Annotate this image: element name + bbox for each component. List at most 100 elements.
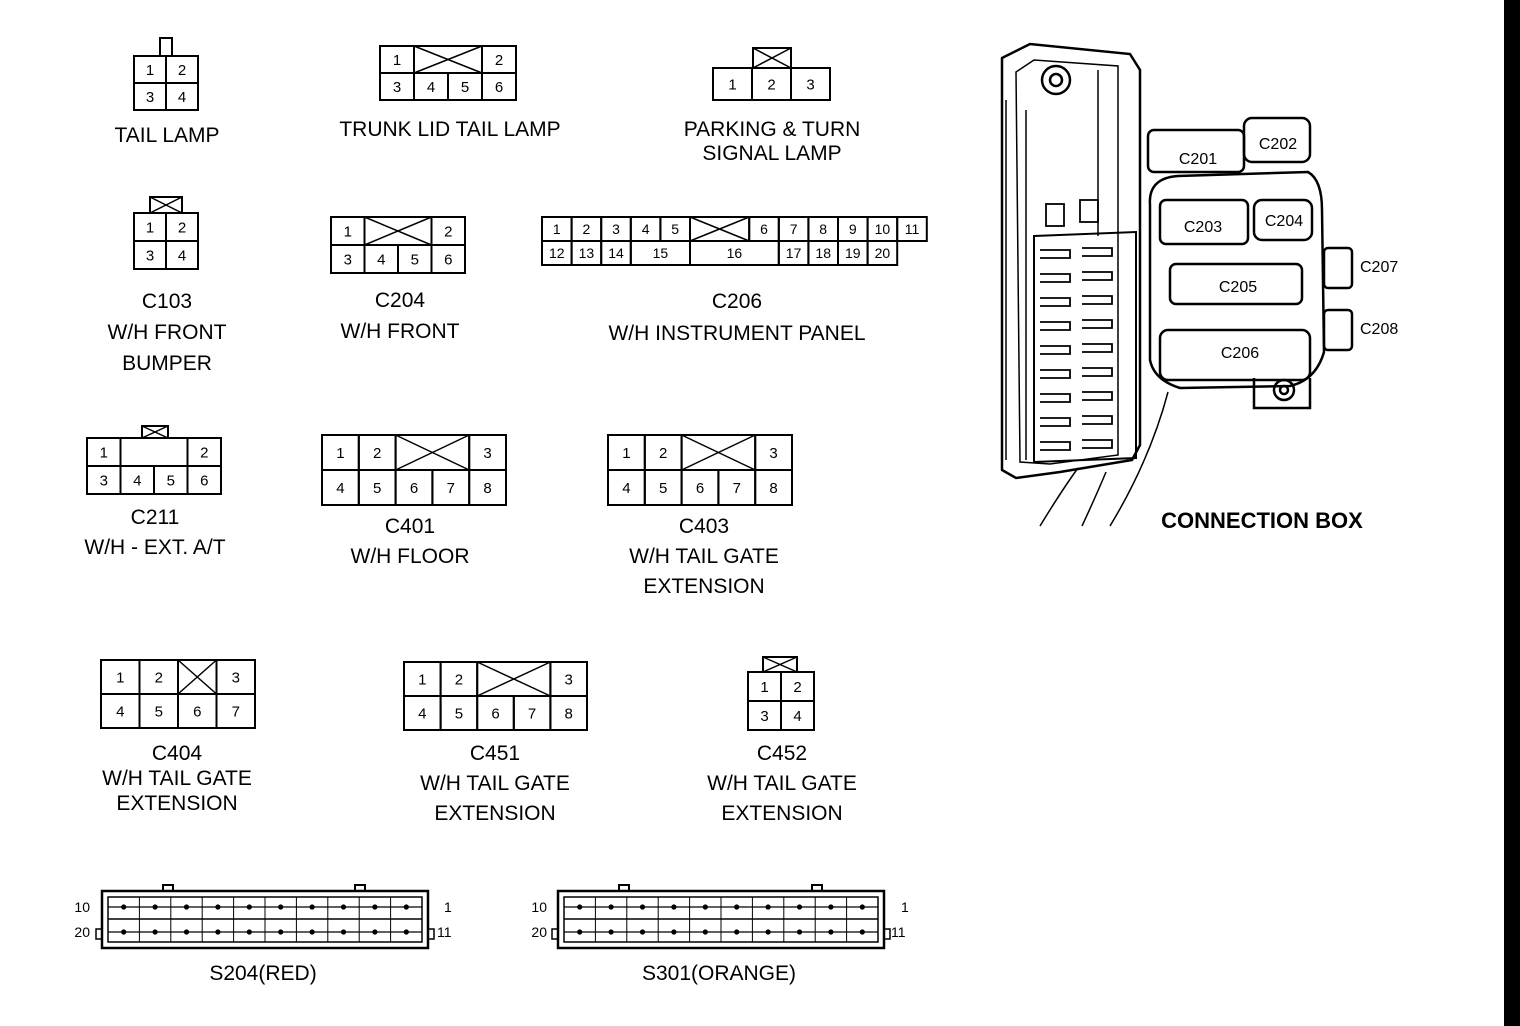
pin-number: 6: [444, 251, 452, 268]
c205-socket: [1168, 262, 1304, 306]
pin-cell: 1: [330, 216, 366, 246]
connection-box-label-c202: C202: [1259, 136, 1297, 153]
label-c403-line-3: EXTENSION: [643, 575, 764, 598]
pin-cell: 3: [468, 434, 508, 471]
pin-cell: 7: [215, 693, 256, 729]
pin-cell: 2: [643, 434, 683, 471]
splice-pin: [702, 904, 708, 910]
splice-side-tab: [95, 928, 103, 940]
pin-cell: 1: [133, 55, 167, 84]
splice-s204-left-bottom-pin: 20: [74, 924, 90, 940]
pin-cell: 3: [86, 465, 122, 495]
label-parking-line-1: PARKING & TURN: [684, 118, 861, 141]
splice-pin: [828, 904, 834, 910]
splice-pin: [577, 929, 583, 935]
pin-cell: 1: [541, 216, 573, 242]
c206-socket: [1158, 328, 1312, 382]
splice-pin: [796, 929, 803, 935]
pin-number: 5: [373, 480, 381, 497]
pin-cell: 5: [643, 469, 683, 506]
splice-side-tab: [427, 928, 435, 940]
pin-number: 1: [116, 669, 124, 686]
pin-number: 4: [793, 708, 801, 725]
pin-cell: 6: [430, 244, 466, 274]
label-c451-line-2: W/H TAIL GATE: [420, 772, 570, 795]
pin-number: 1: [100, 444, 108, 461]
splice-s301-left-bottom-pin: 20: [531, 924, 547, 940]
pin-cell: 5: [439, 695, 479, 731]
pin-number: 3: [806, 76, 814, 93]
pin-cell: 3: [133, 240, 167, 270]
pin-number: 6: [495, 79, 503, 96]
pin-cell: 2: [780, 671, 815, 702]
label-c211-line-2: W/H - EXT. A/T: [84, 536, 225, 559]
pin-number: 2: [455, 671, 463, 688]
splice-pin: [183, 929, 190, 935]
splice-pin: [671, 929, 677, 935]
splice-tab: [162, 884, 174, 892]
pin-cell: [394, 434, 471, 471]
splice-housing: [556, 889, 886, 950]
pin-cell: 9: [837, 216, 869, 242]
splice-pin: [608, 904, 614, 910]
harness-wire-lines: [1039, 391, 1169, 527]
splice-pin: [734, 904, 740, 910]
pin-cell: [476, 661, 552, 697]
pin-number: 4: [178, 247, 186, 264]
pin-number: 5: [155, 703, 163, 720]
pin-cell: 5: [357, 469, 397, 506]
pin-number: 15: [653, 245, 669, 261]
pin-number: 2: [155, 669, 163, 686]
connection-box-labels: C201 C202 C203 C204 C205 C206 C207 C208 …: [1161, 136, 1398, 533]
pin-number: 3: [769, 445, 777, 462]
connection-box-label-c206: C206: [1221, 345, 1259, 362]
pin-number: 7: [733, 480, 741, 497]
pin-cell: 8: [549, 695, 589, 731]
pin-cell: 6: [481, 72, 517, 101]
pin-cell: 3: [379, 72, 415, 101]
pin-number: 7: [528, 705, 536, 722]
label-c404-line-2: W/H TAIL GATE: [102, 767, 252, 790]
connection-box-label-c205: C205: [1219, 279, 1257, 296]
page-edge-bar: [1504, 0, 1520, 1026]
pin-number: 2: [583, 221, 591, 237]
splice-pin: [152, 929, 158, 935]
pin-cell: 2: [430, 216, 466, 246]
pin-cell: 19: [837, 240, 869, 266]
label-parking-line-2: SIGNAL LAMP: [702, 142, 841, 165]
pin-number: 3: [100, 472, 108, 489]
pin-number: 19: [845, 245, 861, 261]
pin-cell: [119, 437, 189, 467]
splice-pin: [828, 929, 834, 935]
pin-cell: 7: [717, 469, 757, 506]
pin-cell: 4: [165, 82, 199, 111]
pin-cell: 5: [138, 693, 179, 729]
pin-number: 9: [849, 221, 857, 237]
pin-cell: 4: [165, 240, 199, 270]
label-c206-line-2: W/H INSTRUMENT PANEL: [608, 322, 865, 345]
pin-number: 11: [905, 221, 920, 237]
connector-tab-x: [141, 425, 169, 439]
splice-pin: [121, 929, 127, 935]
pin-cell: 3: [549, 661, 589, 697]
connection-box-inner-housing: [1015, 59, 1119, 465]
pin-number: 12: [549, 245, 565, 261]
pin-number: 3: [612, 221, 620, 237]
pin-number: 8: [483, 480, 491, 497]
splice-pin: [278, 929, 284, 935]
pin-cell: 5: [397, 244, 433, 274]
c204-socket: [1252, 198, 1314, 242]
pin-cell: 4: [780, 700, 815, 731]
pin-number: 2: [178, 219, 186, 236]
pin-number: 1: [344, 223, 352, 240]
pin-cell: 2: [165, 212, 199, 242]
pin-cell: 10: [866, 216, 899, 242]
pin-cell: 1: [100, 659, 141, 695]
pin-number: 7: [790, 221, 798, 237]
label-c401-line-2: W/H FLOOR: [351, 545, 470, 568]
pin-cell: 2: [357, 434, 397, 471]
connector-tab-x: [149, 196, 183, 214]
connection-box-label-c201: C201: [1179, 151, 1217, 168]
connection-box-label-c207: C207: [1360, 259, 1398, 276]
